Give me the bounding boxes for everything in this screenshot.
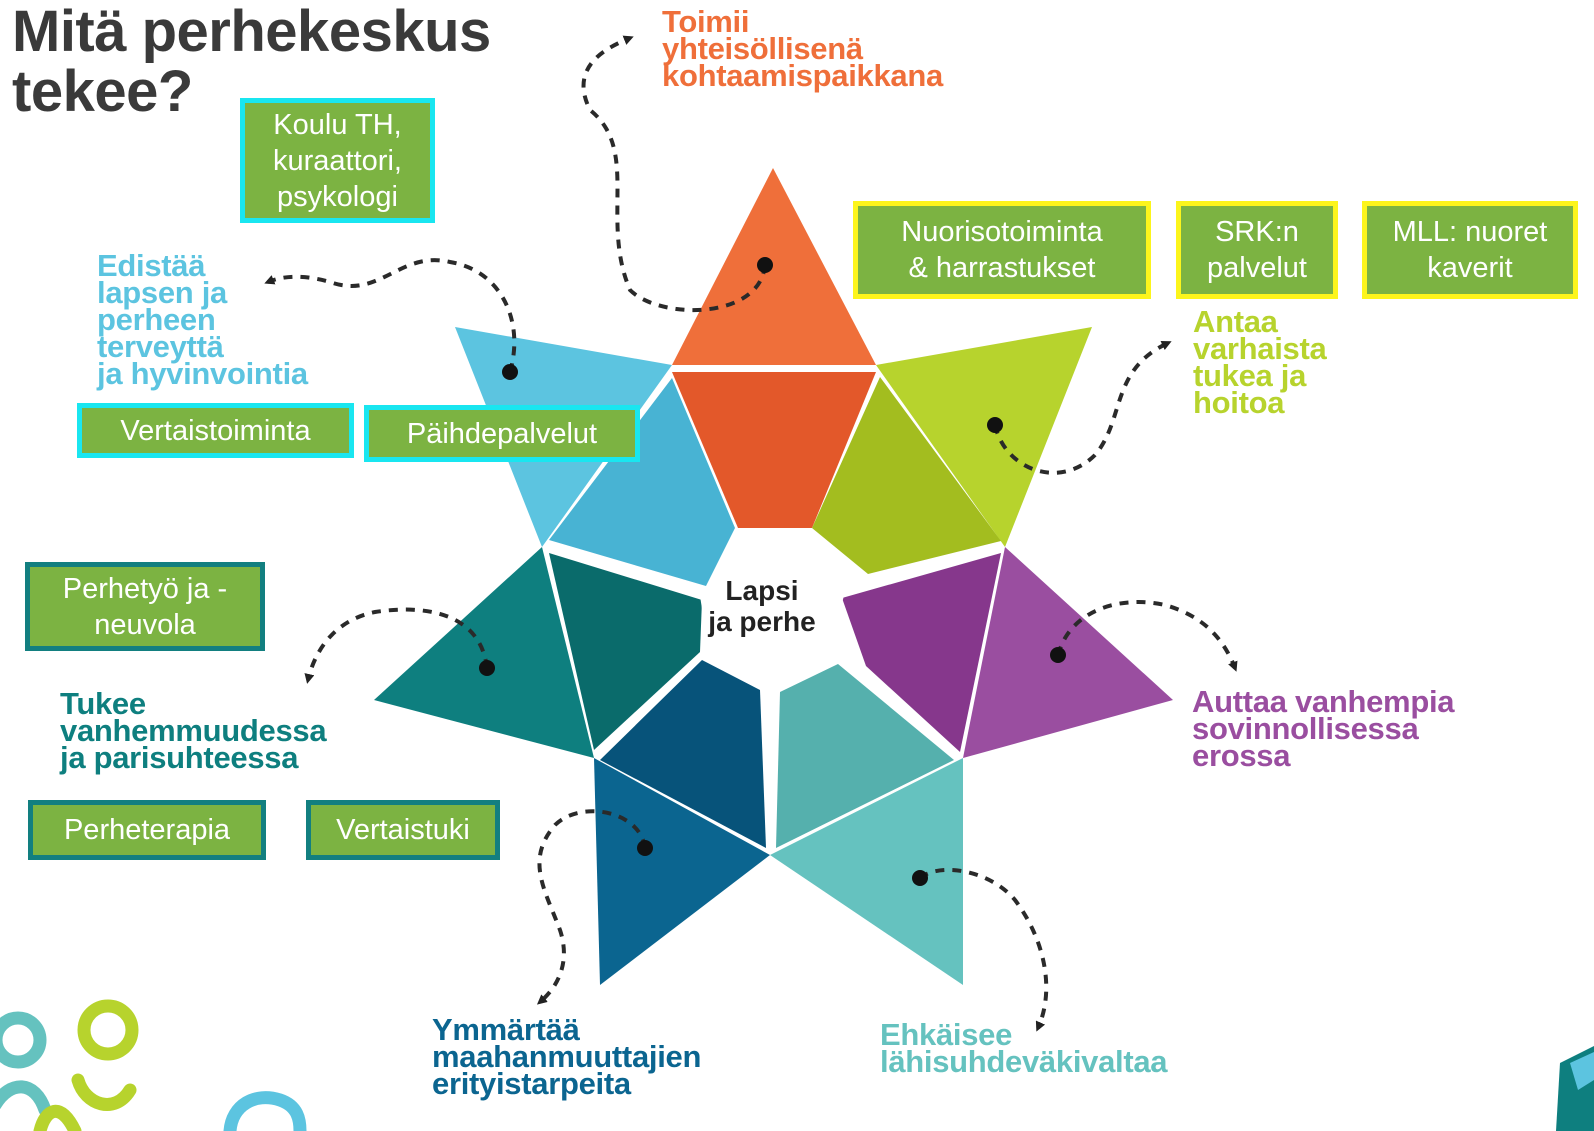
heading-lower-left: Tukee vanhemmuudessa ja parisuhteessa: [60, 686, 327, 775]
petal-lower-left: [549, 553, 702, 750]
petal-lower-right: [842, 553, 1001, 752]
arrow-top: [581, 35, 767, 312]
petal-bottom-left: [600, 660, 766, 848]
petal-upper-left: [549, 378, 735, 586]
star-point-lower-right: [963, 547, 1173, 758]
heading-upper-right: Antaa varhaista tukea ja hoitoa: [1193, 304, 1327, 420]
dot-bottom-right: [912, 870, 928, 886]
box-perhetyo-neuvola: Perhetyö ja - neuvola: [25, 562, 265, 651]
star-point-lower-left: [374, 547, 594, 758]
arrow-upper-left: [264, 258, 517, 373]
petal-bottom: [776, 664, 954, 848]
center-label: Lapsi ja perhe: [708, 575, 816, 637]
heading-bottom-left: Ymmärtää maahanmuuttajien erityistarpeit…: [432, 1012, 702, 1101]
page-title: Mitä perhekeskus tekee?: [12, 0, 491, 124]
heading-top: Toimii yhteisöllisenä kohtaamispaikkana: [662, 4, 943, 93]
dot-top: [757, 257, 773, 273]
dot-upper-right: [987, 417, 1003, 433]
box-paihdepalvelut: Päihdepalvelut: [364, 405, 640, 462]
box-nuorisotoiminta: Nuorisotoiminta & harrastukset: [853, 201, 1151, 299]
box-perheterapia: Perheterapia: [28, 800, 266, 860]
petal-upper-right: [812, 377, 1001, 574]
dot-lower-left: [479, 660, 495, 676]
star-point-top: [672, 168, 876, 365]
star-point-upper-right: [876, 327, 1092, 547]
arrow-lower-left: [304, 607, 489, 684]
box-koulu-th: Koulu TH, kuraattori, psykologi: [240, 98, 435, 223]
star-point-bottom-left: [594, 758, 770, 985]
dot-upper-left: [502, 364, 518, 380]
heading-lower-right: Auttaa vanhempia sovinnollisessa erossa: [1192, 684, 1455, 773]
center-hub: [700, 532, 845, 690]
box-mll-nuoret-kaverit: MLL: nuoret kaverit: [1362, 201, 1578, 299]
box-vertaistuki: Vertaistuki: [306, 800, 500, 860]
cube-decoration: [1556, 1046, 1594, 1131]
arrow-upper-right: [993, 341, 1172, 475]
box-vertaistoiminta: Vertaistoiminta: [77, 403, 354, 458]
logo-figures: [0, 999, 307, 1131]
heading-upper-left: Edistää lapsen ja perheen terveyttä ja h…: [97, 248, 308, 391]
star-point-bottom: [770, 758, 963, 985]
arrow-bottom-left: [536, 809, 647, 1005]
dot-bottom-left: [637, 840, 653, 856]
heading-bottom-right: Ehkäisee lähisuhdeväkivaltaa: [880, 1017, 1168, 1079]
dot-lower-right: [1050, 647, 1066, 663]
arrow-lower-right: [1056, 600, 1238, 672]
box-srk-palvelut: SRK:n palvelut: [1176, 201, 1338, 299]
arrow-bottom-right: [918, 867, 1049, 1032]
petal-top: [672, 372, 876, 528]
